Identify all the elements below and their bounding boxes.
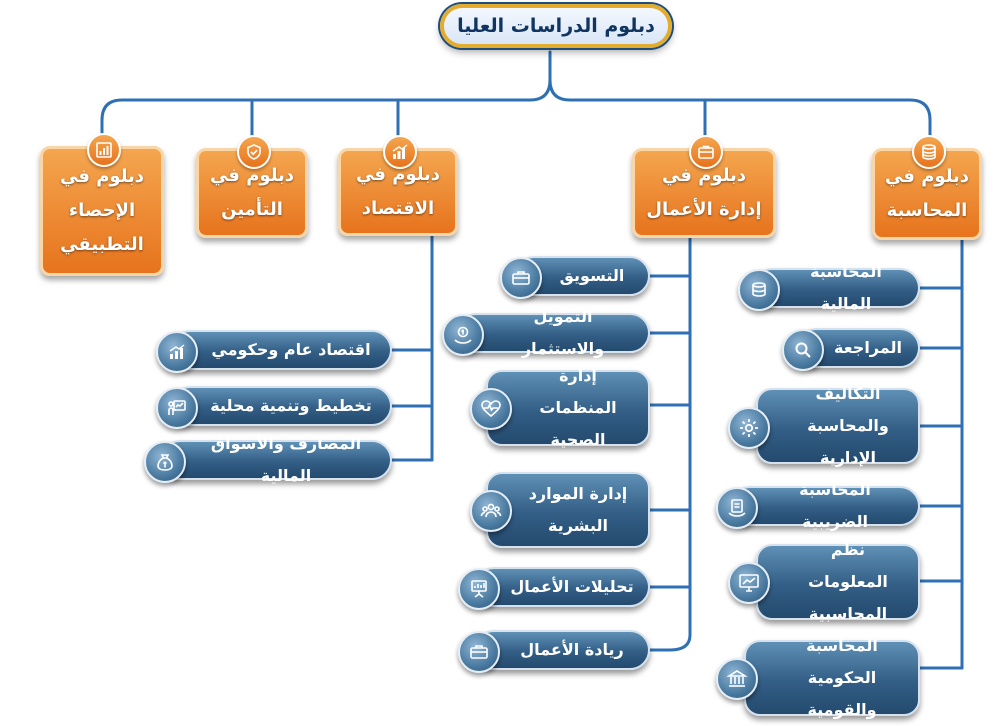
briefcase-icon <box>458 631 500 673</box>
diploma-business[interactable]: دبلوم في إدارة الأعمال <box>632 135 776 238</box>
item-business-analytics[interactable]: تحليلات الأعمال <box>474 567 650 607</box>
item-planning-development[interactable]: تخطيط وتنمية محلية <box>170 386 392 426</box>
analytics-board-icon <box>458 568 500 610</box>
item-label: اقتصاد عام وحكومي <box>211 340 371 359</box>
bar-chart-icon <box>156 331 198 373</box>
heartbeat-icon <box>470 388 512 430</box>
item-banking-markets[interactable]: المصارف والأسواق المالية <box>160 434 392 485</box>
diploma-economics-line2: الاقتصاد <box>361 198 435 219</box>
bar-chart-icon <box>383 135 417 169</box>
briefcase-icon <box>500 257 542 299</box>
diploma-statistics[interactable]: دبلوم في الإحصاء التطبيقي <box>40 133 164 276</box>
coins-icon <box>738 269 780 311</box>
planning-icon <box>156 387 198 429</box>
item-label: التمويل والاستثمار <box>521 307 605 358</box>
diploma-accounting-line1: دبلوم في <box>884 166 970 187</box>
people-icon <box>470 490 512 532</box>
item-label-1: إدارة الموارد <box>528 484 628 503</box>
item-label-1: إدارة المنظمات <box>539 366 617 417</box>
diploma-economics-line1: دبلوم في <box>355 164 441 185</box>
diploma-statistics-line1: دبلوم في <box>59 166 145 187</box>
item-label: المصارف والأسواق المالية <box>210 434 362 485</box>
tax-document-icon <box>716 487 758 529</box>
item-label: ريادة الأعمال <box>520 640 624 659</box>
chart-icon <box>87 133 121 167</box>
item-financial-accounting[interactable]: المحاسبة المالية <box>752 262 920 313</box>
item-label-2: والقومية <box>807 700 877 719</box>
diploma-accounting-line2: المحاسبة <box>886 200 968 221</box>
item-government-accounting[interactable]: المحاسبة الحكومية والقومية <box>744 636 920 719</box>
coins-icon <box>912 135 946 169</box>
item-label-1: التكاليف <box>815 384 881 403</box>
item-human-resources[interactable]: إدارة الموارد البشرية <box>486 472 650 548</box>
money-bag-icon <box>144 441 186 483</box>
item-healthcare-management[interactable]: إدارة المنظمات الصحية <box>486 366 650 449</box>
item-finance-investment[interactable]: التمويل والاستثمار <box>456 307 650 358</box>
item-label-2: والمحاسبة الإدارية <box>807 416 889 467</box>
item-public-economics[interactable]: اقتصاد عام وحكومي <box>170 330 392 370</box>
item-tax-accounting[interactable]: المحاسبة الضريبية <box>730 480 920 531</box>
shield-icon <box>237 135 271 169</box>
item-label-2: الصحية <box>550 430 606 449</box>
diploma-business-line2: إدارة الأعمال <box>646 199 762 220</box>
diploma-statistics-line3: التطبيقي <box>60 234 144 255</box>
diploma-accounting[interactable]: دبلوم في المحاسبة <box>872 135 982 240</box>
diploma-insurance-line1: دبلوم في <box>209 165 295 186</box>
diploma-statistics-line2: الإحصاء <box>68 200 136 221</box>
item-label: المحاسبة الضريبية <box>799 480 871 531</box>
item-label-2: البشرية <box>548 516 608 535</box>
briefcase-icon <box>689 135 723 169</box>
government-building-icon <box>716 658 758 700</box>
money-hand-icon <box>442 314 484 356</box>
gear-icon <box>728 407 770 449</box>
magnifier-icon <box>782 329 824 371</box>
item-label-1: نظم المعلومات <box>808 540 888 591</box>
item-entrepreneurship[interactable]: ريادة الأعمال <box>474 630 650 670</box>
root-title: دبلوم الدراسات العليا <box>440 4 672 48</box>
item-label-2: المحاسبية <box>808 604 888 623</box>
diploma-insurance[interactable]: دبلوم في التأمين <box>196 135 308 238</box>
item-label: التسويق <box>559 266 625 285</box>
diploma-insurance-line2: التأمين <box>221 199 283 220</box>
diploma-economics[interactable]: دبلوم في الاقتصاد <box>338 135 458 236</box>
item-label: المحاسبة المالية <box>810 262 882 313</box>
item-accounting-information-systems[interactable]: نظم المعلومات المحاسبية <box>756 540 920 623</box>
item-label-1: المحاسبة الحكومية <box>806 636 878 687</box>
item-label: المراجعة <box>834 338 902 357</box>
item-label: تخطيط وتنمية محلية <box>210 396 372 415</box>
item-cost-accounting[interactable]: التكاليف والمحاسبة الإدارية <box>756 384 920 467</box>
monitor-chart-icon <box>728 562 770 604</box>
item-label: تحليلات الأعمال <box>510 577 634 596</box>
diploma-business-line1: دبلوم في <box>661 165 747 186</box>
